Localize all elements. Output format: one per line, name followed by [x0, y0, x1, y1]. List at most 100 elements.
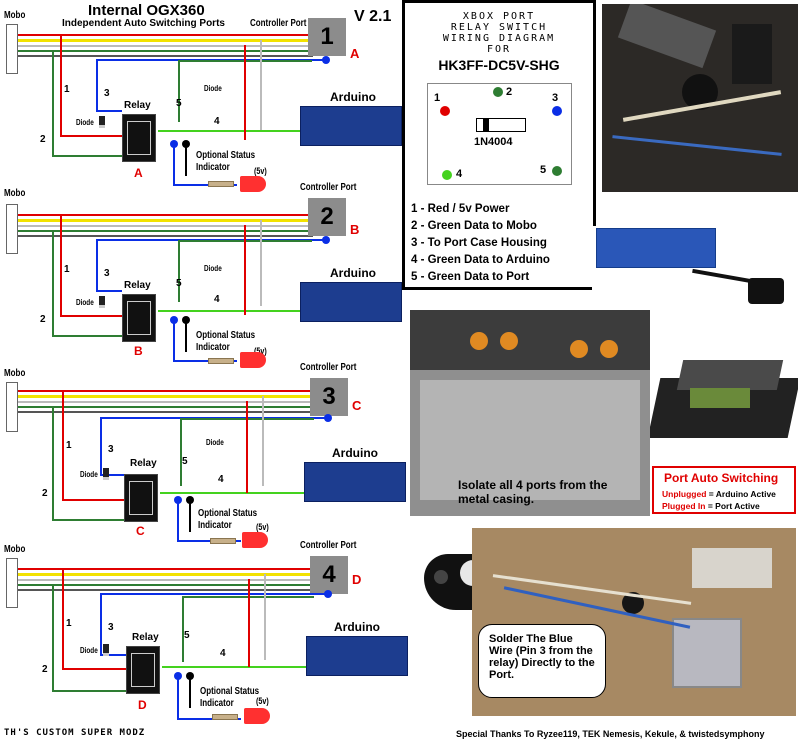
controller-port-label: Controller Port: [300, 182, 357, 193]
arduino-label: Arduino: [334, 620, 380, 634]
relay-pin: [186, 496, 194, 504]
controller-port-3: 3: [310, 378, 348, 416]
wire-blue: [96, 59, 98, 111]
relay-icon: [122, 114, 156, 162]
wire-blue: [173, 322, 175, 362]
wire-red: [62, 570, 64, 670]
port-letter-d: D: [352, 572, 362, 587]
legend-item: 2 - Green Data to Mobo: [411, 220, 537, 232]
diagram-title: Internal OGX360: [88, 2, 205, 19]
diode-label: Diode: [204, 264, 222, 273]
indicator-label: Indicator: [198, 520, 232, 531]
pin-3: [552, 106, 562, 116]
diode-label: Diode: [80, 646, 98, 655]
wire-green: [52, 519, 126, 521]
mobo-label: Mobo: [4, 188, 26, 199]
arduino-label: Arduino: [330, 266, 376, 280]
resistor-icon: [208, 181, 234, 187]
wire-green: [52, 690, 128, 692]
pin-5-label: 5: [540, 164, 547, 176]
port-terminal: [322, 56, 330, 64]
arduino-label: Arduino: [332, 446, 378, 460]
wire-green: [52, 586, 54, 692]
resistor-icon: [210, 538, 236, 544]
wire-black: [189, 502, 191, 532]
wire-bus: [18, 230, 313, 232]
isolate-note: Isolate all 4 ports from the metal casin…: [458, 478, 608, 506]
wire-blue: [177, 678, 179, 720]
wire-gray: [260, 40, 262, 130]
wire-number-4: 4: [218, 474, 224, 485]
wire-green: [52, 232, 54, 336]
wire-bus: [18, 589, 313, 591]
diode-label: Diode: [76, 118, 94, 127]
arduino-board-icon: [306, 636, 408, 676]
wire-blue: [100, 593, 328, 595]
wire-bus: [18, 219, 313, 222]
voltage-label: (5v): [254, 346, 267, 356]
photo-soldered-port: Solder The Blue Wire (Pin 3 from the rel…: [472, 528, 796, 716]
diode-part-label: 1N4004: [474, 136, 513, 148]
photo-arduino-usb: [592, 226, 792, 306]
wire-green: [52, 335, 124, 337]
indicator-label: Indicator: [196, 342, 230, 353]
mobo-label: Mobo: [4, 368, 26, 379]
wire-bus: [18, 584, 313, 586]
wire-red: [60, 315, 124, 317]
port-letter-c: C: [352, 398, 362, 413]
photo-wired-ports: [602, 4, 798, 192]
wire-number-5: 5: [176, 278, 182, 289]
wire-blue: [177, 718, 241, 720]
status-label: Optional Status: [200, 686, 260, 697]
voltage-label: (5v): [254, 166, 267, 176]
diode-icon: [103, 468, 109, 480]
port-terminal: [324, 590, 332, 598]
pin-legend: 1 - Red / 5v Power 2 - Green Data to Mob…: [411, 201, 550, 286]
controller-port-4: 4: [310, 556, 348, 594]
diode-label: Diode: [76, 298, 94, 307]
wire-green: [178, 240, 180, 302]
wire-bus: [18, 55, 313, 57]
diode-icon: [103, 644, 109, 656]
wire-red: [60, 216, 62, 316]
solder-callout: Solder The Blue Wire (Pin 3 from the rel…: [478, 624, 606, 698]
footer-credit-right: Special Thanks To Ryzee119, TEK Nemesis,…: [456, 729, 765, 739]
unplugged-key: Unplugged: [662, 489, 707, 499]
wire-black: [185, 322, 187, 352]
wire-number-3: 3: [108, 622, 114, 633]
wire-bus: [18, 568, 313, 570]
relay-model: HK3FF-DC5V-SHG: [438, 57, 560, 73]
port-letter-b: B: [350, 222, 360, 237]
wire-bus: [18, 390, 313, 392]
relay-letter-d: D: [138, 698, 147, 712]
legend-item: 1 - Red / 5v Power: [411, 203, 510, 215]
relay-letter-b: B: [134, 344, 143, 358]
wire-lightgreen: [160, 492, 308, 494]
relay-icon: [124, 474, 158, 522]
pin-5: [552, 166, 562, 176]
wire-number-1: 1: [64, 264, 70, 275]
voltage-label: (5v): [256, 696, 269, 706]
controller-port-label: Controller Port: [250, 18, 307, 29]
port-auto-title: Port Auto Switching: [664, 471, 779, 485]
relay-label: Relay: [124, 280, 151, 291]
diode-label: Diode: [80, 470, 98, 479]
pin-2-label: 2: [506, 86, 513, 98]
relay-pin: [174, 672, 182, 680]
wire-gray: [260, 220, 262, 306]
plugged-value: = Port Active: [707, 501, 760, 511]
wire-bus: [18, 395, 313, 398]
port-terminal: [322, 236, 330, 244]
wire-blue: [96, 110, 122, 112]
mobo-connector: [6, 24, 18, 74]
wire-bus: [18, 214, 313, 216]
info-heading-line1: XBOX PORT: [462, 11, 536, 22]
pin-diagram: 1 2 3 1N4004 4 5: [427, 83, 572, 185]
wire-gray: [244, 225, 246, 315]
wire-blue: [177, 540, 241, 542]
section-a: Mobo Controller Port 1 A Diode Diode Rel…: [0, 0, 402, 192]
mobo-connector: [6, 204, 18, 254]
relay-pin: [182, 316, 190, 324]
arduino-board-icon: [304, 462, 406, 502]
wire-number-1: 1: [66, 618, 72, 629]
